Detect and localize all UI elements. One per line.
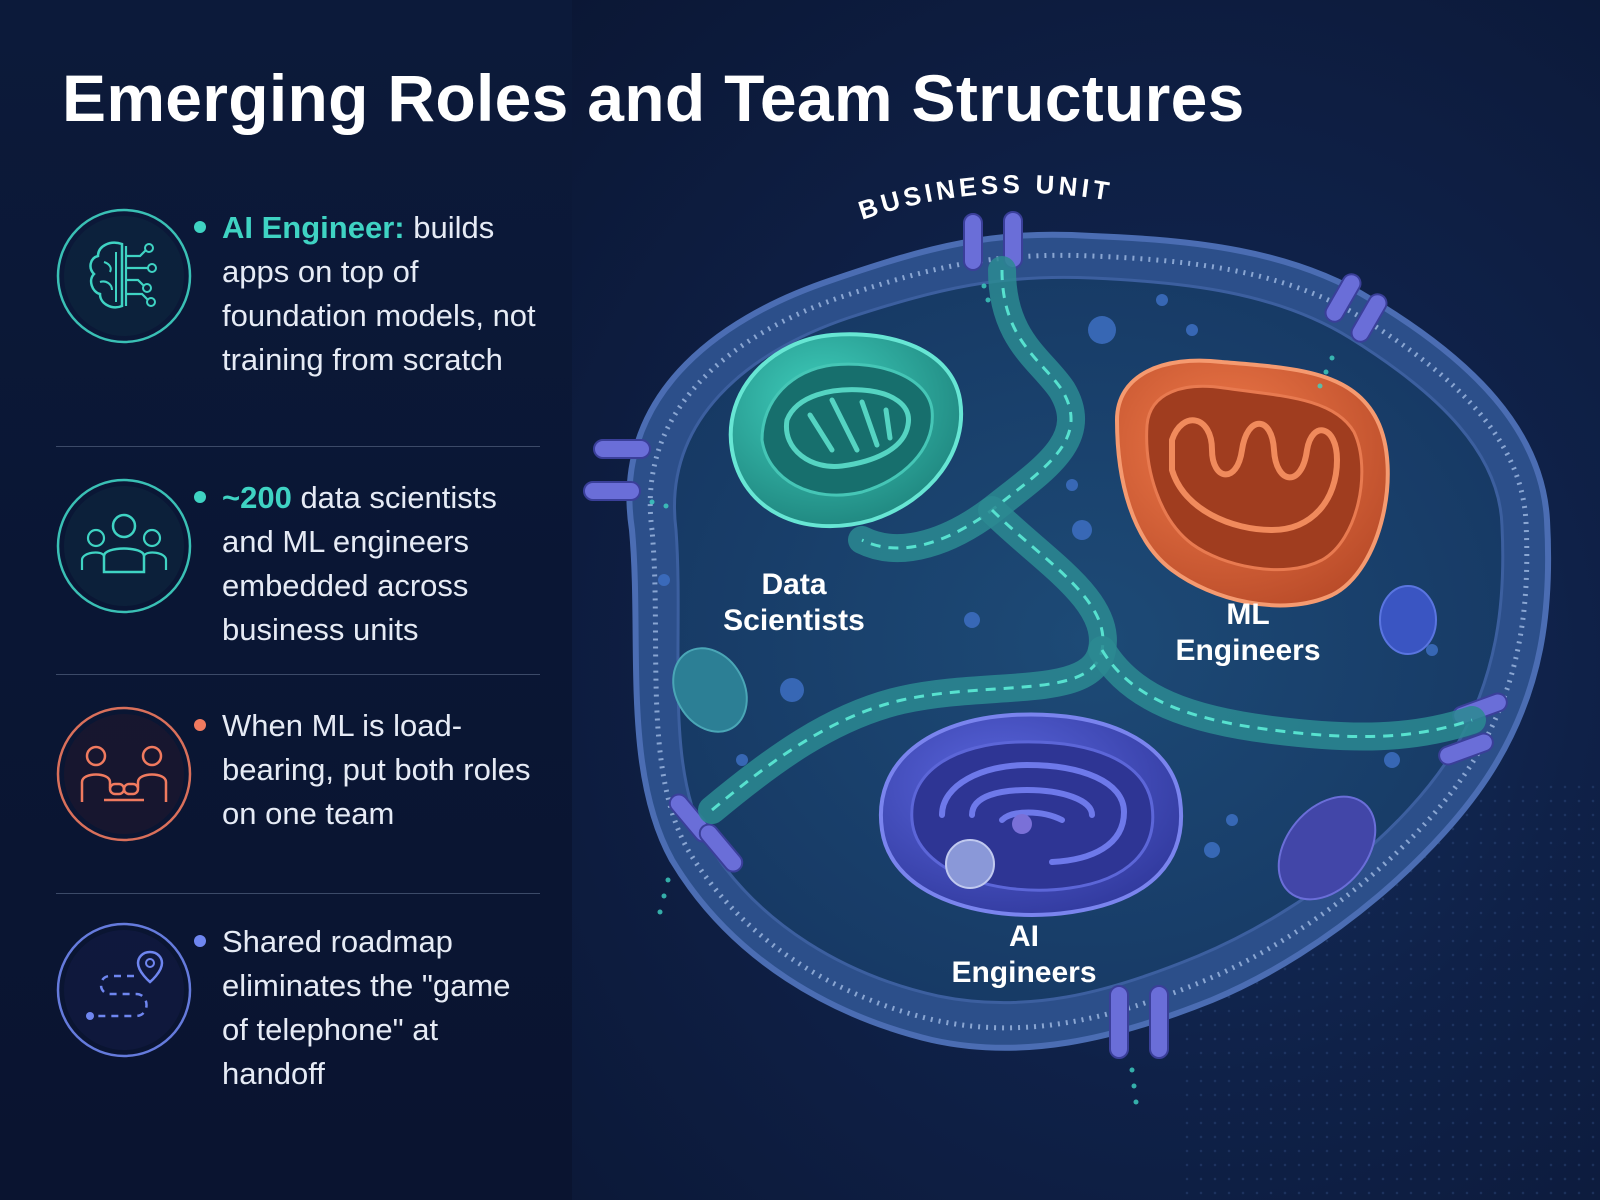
bullet-text: Shared roadmap eliminates the "game of t…: [222, 924, 511, 1091]
svg-text:Scientists: Scientists: [723, 604, 865, 637]
svg-text:Engineers: Engineers: [951, 956, 1096, 989]
bullet-text: data scientists and ML engineers embedde…: [222, 480, 497, 647]
bullet-marker: [194, 935, 206, 947]
team-people-icon: [54, 476, 194, 616]
bullet-marker: [194, 491, 206, 503]
svg-text:ML: ML: [1226, 598, 1269, 631]
brain-circuit-icon: [54, 206, 194, 346]
svg-text:AI: AI: [1009, 920, 1039, 953]
ml-engineers-label: ML Engineers: [1175, 598, 1320, 667]
ai-engineers-label: AI Engineers: [951, 920, 1096, 989]
divider: [56, 674, 540, 675]
svg-text:Engineers: Engineers: [1175, 634, 1320, 667]
svg-text:Data: Data: [761, 568, 826, 601]
bullet-highlight: ~200: [222, 480, 292, 515]
ml-engineers-organelle: [1114, 358, 1390, 608]
data-scientists-organelle: [728, 332, 964, 529]
communication-pathways: [698, 256, 1486, 824]
container-label: BUSINESS UNIT: [855, 169, 1115, 226]
bullet-text: builds apps on top of foundation models,…: [222, 210, 536, 377]
roadmap-pin-icon: [54, 920, 194, 1060]
page-title: Emerging Roles and Team Structures: [62, 61, 1245, 135]
business-unit-cell-diagram: BUSINESS UNIT: [583, 169, 1552, 1105]
bullet-marker: [194, 719, 206, 731]
two-people-link-icon: [54, 704, 194, 844]
cell-membrane-beads: [647, 252, 1530, 1031]
bullet-marker: [194, 221, 206, 233]
signal-particles: [649, 283, 1335, 1105]
data-scientists-label: Data Scientists: [723, 568, 865, 637]
side-organelles: [672, 585, 1437, 901]
divider: [56, 446, 540, 447]
ai-engineers-organelle: [878, 712, 1184, 917]
divider: [56, 893, 540, 894]
bullet-text: When ML is load-bearing, put both roles …: [222, 708, 531, 831]
bullet-highlight: AI Engineer:: [222, 210, 405, 245]
